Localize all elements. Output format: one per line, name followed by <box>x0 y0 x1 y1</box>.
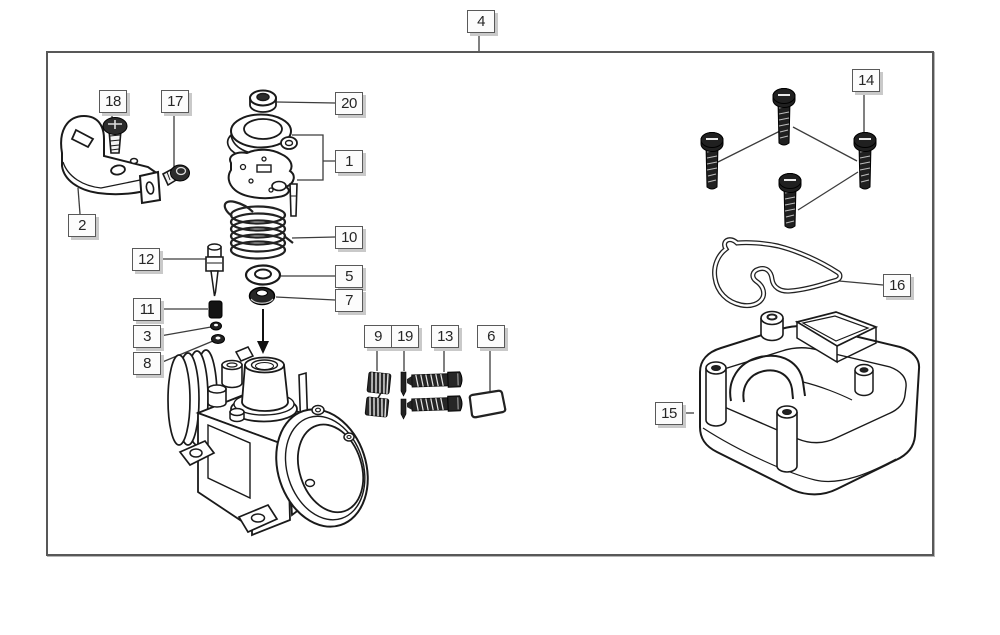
part-carburettor-body <box>167 346 369 537</box>
part-screws-13 <box>406 371 463 412</box>
part-pins-19 <box>400 371 407 420</box>
callout-15[interactable]: 15 <box>655 402 683 425</box>
callout-1[interactable]: 1 <box>335 150 363 173</box>
part-oring-3 <box>210 321 222 331</box>
callout-14[interactable]: 14 <box>852 69 880 92</box>
part-oring-8 <box>211 334 225 344</box>
part-spring-10 <box>223 200 294 260</box>
part-float-bowl-15 <box>699 310 921 496</box>
assembly-arrow <box>257 309 269 354</box>
callout-11[interactable]: 11 <box>133 298 161 321</box>
part-cover-assembly-1 <box>226 113 298 217</box>
part-springs-9 <box>364 371 392 418</box>
callout-17[interactable]: 17 <box>161 90 189 113</box>
callout-2[interactable]: 2 <box>68 214 96 237</box>
callout-7[interactable]: 7 <box>335 289 363 312</box>
diagram-frame <box>46 51 934 556</box>
part-needle-12 <box>205 243 224 297</box>
callout-3[interactable]: 3 <box>133 325 161 348</box>
callout-4[interactable]: 4 <box>467 10 495 33</box>
part-washer-5 <box>244 264 282 286</box>
part-gasket-16 <box>712 237 843 309</box>
callout-12[interactable]: 12 <box>132 248 160 271</box>
callout-8[interactable]: 8 <box>133 352 161 375</box>
callout-6[interactable]: 6 <box>477 325 505 348</box>
callout-5[interactable]: 5 <box>335 265 363 288</box>
part-sleeve-11 <box>208 300 223 319</box>
callout-18[interactable]: 18 <box>99 90 127 113</box>
callout-13[interactable]: 13 <box>431 325 459 348</box>
part-screw-17 <box>161 164 190 187</box>
part-seal-7 <box>248 286 276 306</box>
part-mounting-bracket <box>60 114 162 205</box>
part-screw-set-14 <box>700 88 877 229</box>
callout-9[interactable]: 9 <box>364 325 392 348</box>
part-pad-6 <box>468 389 507 419</box>
leader-lines <box>77 32 884 414</box>
part-grommet-20 <box>249 89 277 113</box>
callout-19[interactable]: 19 <box>391 325 419 348</box>
callout-16[interactable]: 16 <box>883 274 911 297</box>
callout-20[interactable]: 20 <box>335 92 363 115</box>
part-screw-18 <box>102 117 128 154</box>
callout-10[interactable]: 10 <box>335 226 363 249</box>
